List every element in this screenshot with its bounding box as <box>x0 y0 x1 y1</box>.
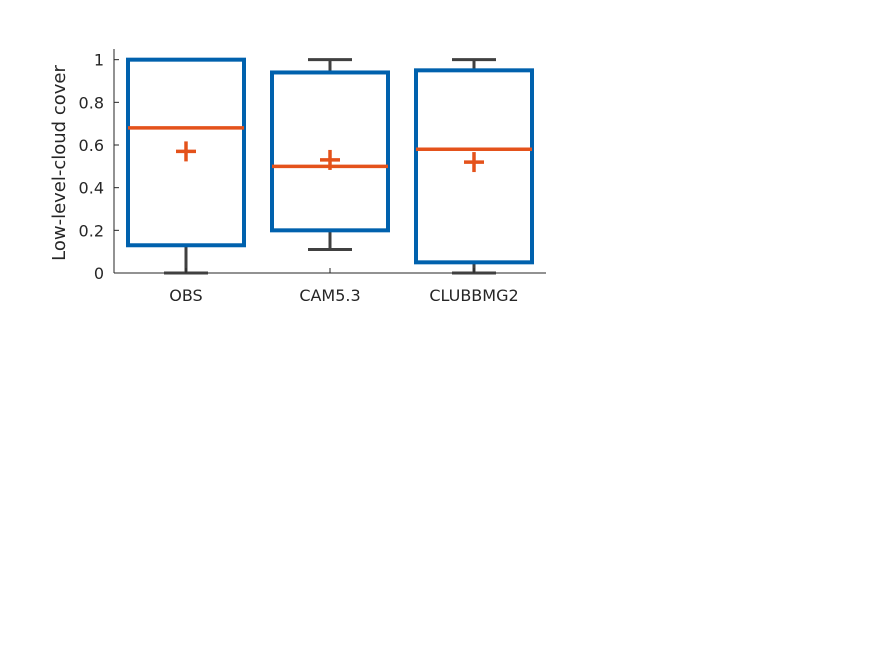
y-tick-label: 1 <box>94 51 104 70</box>
y-axis-ticks: 0 0.2 0.4 0.6 0.8 1 <box>79 51 119 283</box>
box <box>126 57 246 248</box>
box-group <box>270 58 390 252</box>
x-tick-label: OBS <box>169 286 202 305</box>
box-group <box>126 57 246 275</box>
y-tick-label: 0.8 <box>79 93 104 112</box>
x-axis-ticks: OBS CAM5.3 CLUBBMG2 <box>169 268 519 305</box>
box <box>414 68 534 265</box>
box-series <box>126 57 534 275</box>
x-tick-label: CLUBBMG2 <box>429 286 518 305</box>
y-tick-label: 0.4 <box>79 179 104 198</box>
y-tick-label: 0.2 <box>79 221 104 240</box>
y-tick-label: 0 <box>94 264 104 283</box>
box <box>270 70 390 233</box>
x-tick-label: CAM5.3 <box>299 286 360 305</box>
y-axis-label: Low-level-cloud cover <box>49 65 70 261</box>
y-tick-label: 0.6 <box>79 136 104 155</box>
box-group <box>414 58 534 275</box>
